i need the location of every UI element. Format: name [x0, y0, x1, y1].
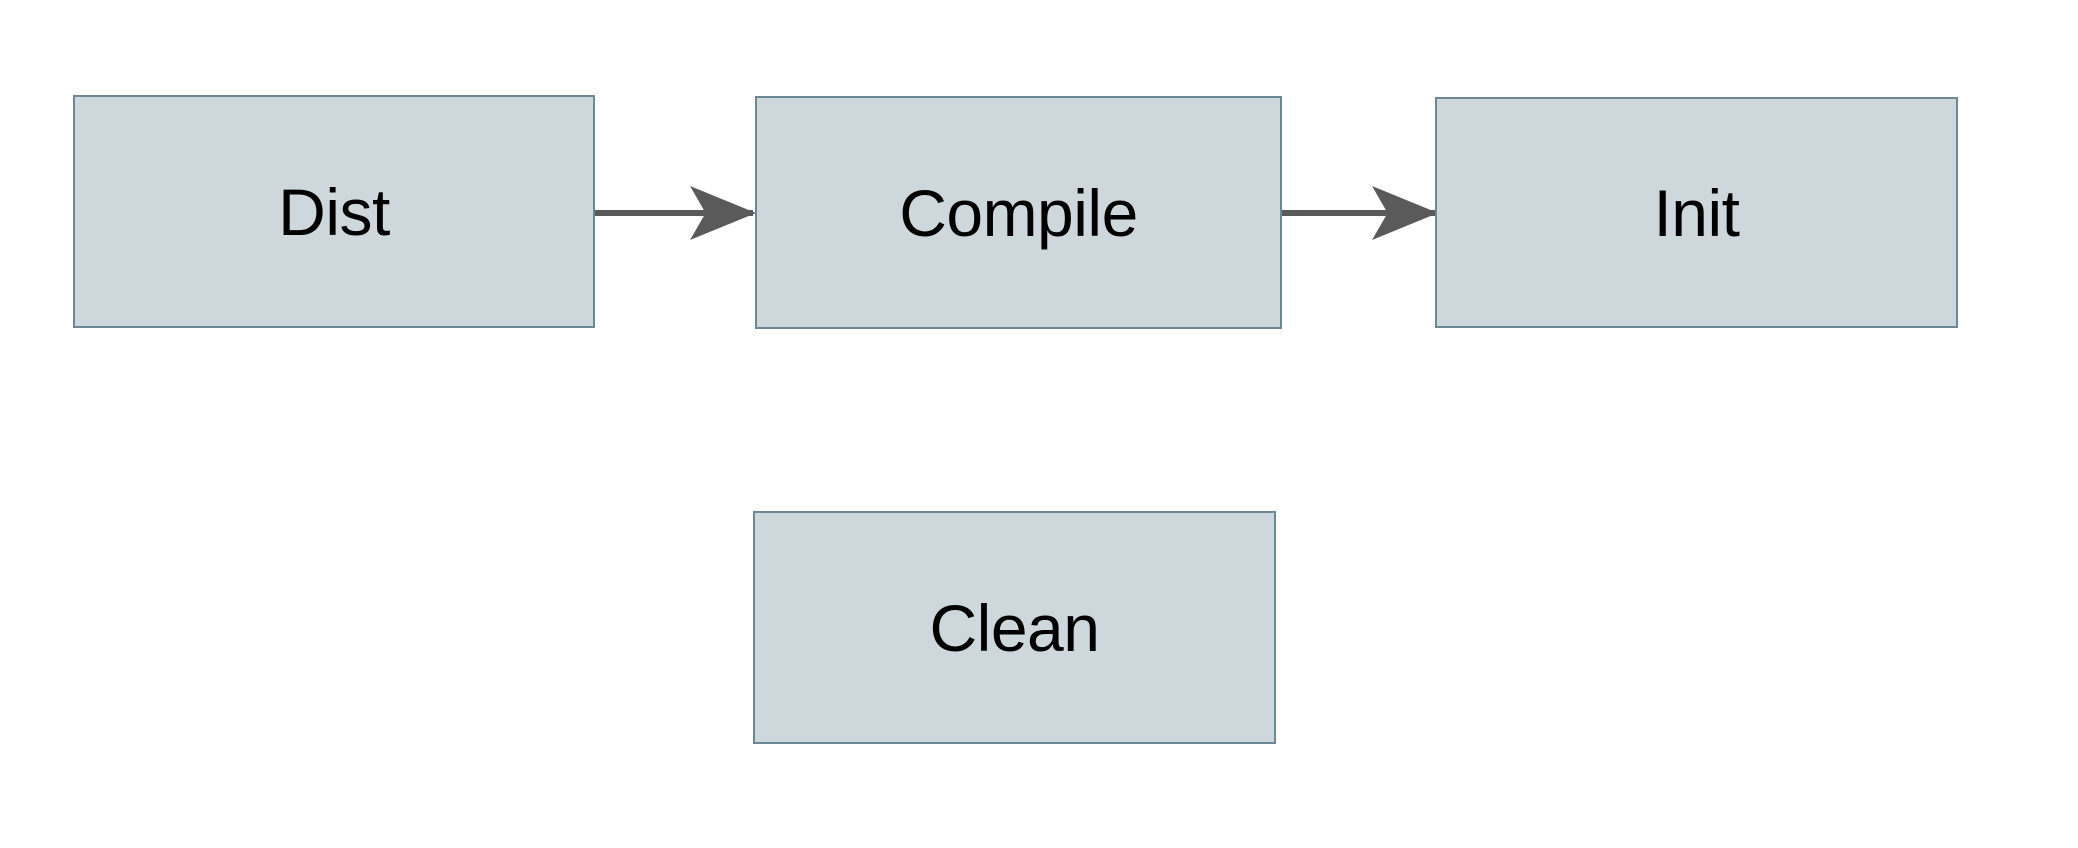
node-init[interactable]: Init: [1435, 97, 1958, 328]
node-clean[interactable]: Clean: [753, 511, 1276, 744]
node-compile-label: Compile: [899, 175, 1138, 250]
node-dist[interactable]: Dist: [73, 95, 595, 328]
node-init-label: Init: [1653, 175, 1740, 250]
node-compile[interactable]: Compile: [755, 96, 1282, 329]
node-dist-label: Dist: [278, 174, 390, 249]
node-clean-label: Clean: [929, 590, 1100, 665]
